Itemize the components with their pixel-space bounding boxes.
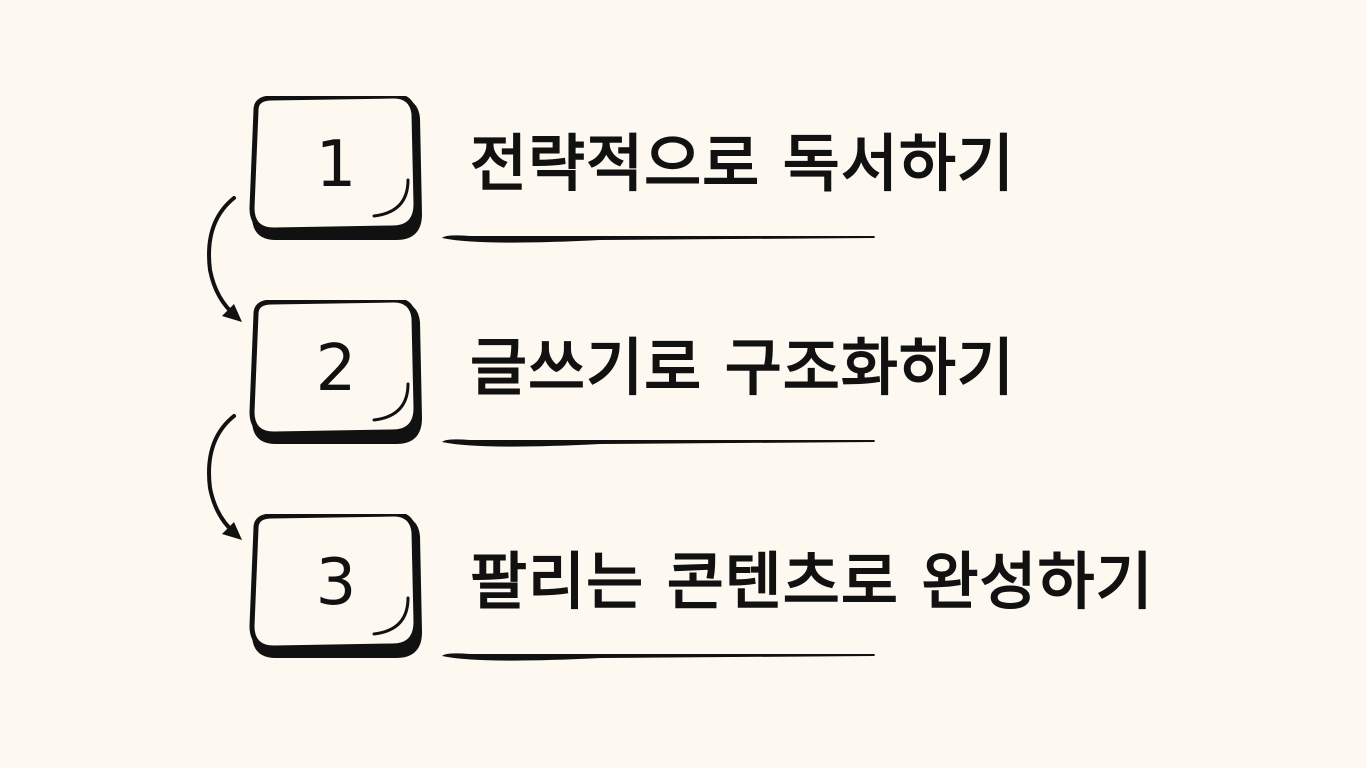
step-1-badge: 1 — [246, 96, 428, 246]
badge-shape-icon — [249, 514, 422, 658]
step-3-underline — [442, 653, 875, 661]
step-3: 3 팔리는 콘텐츠로 완성하기 — [0, 514, 1366, 684]
step-3-number: 3 — [315, 546, 357, 620]
step-3-badge: 3 — [246, 514, 428, 664]
step-1-number: 1 — [315, 128, 357, 202]
curved-arrow-down-icon — [207, 414, 242, 540]
curved-arrow-down-icon — [207, 196, 242, 322]
badge-shape-icon — [249, 96, 422, 240]
step-3-title: 팔리는 콘텐츠로 완성하기 — [470, 545, 1154, 618]
step-2: 2 글쓰기로 구조화하기 — [0, 300, 1366, 470]
step-2-underline — [442, 439, 875, 447]
step-1: 1 전략적으로 독서하기 — [0, 96, 1366, 266]
badge-shape-icon — [249, 300, 422, 444]
step-1-underline — [442, 235, 875, 243]
step-2-title: 글쓰기로 구조화하기 — [470, 331, 1015, 404]
step-2-number: 2 — [315, 332, 357, 406]
step-1-title: 전략적으로 독서하기 — [470, 127, 1015, 200]
step-2-badge: 2 — [246, 300, 428, 450]
